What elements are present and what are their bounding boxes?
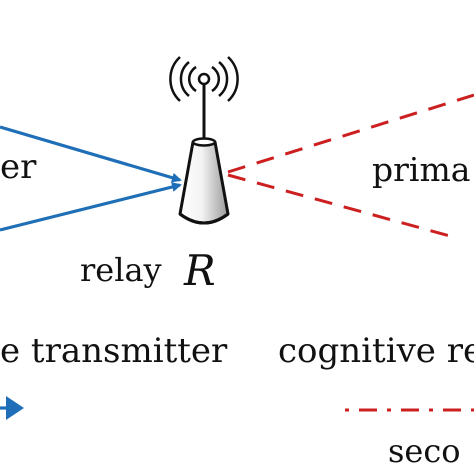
label-receiver-partial: cognitive re xyxy=(278,331,474,371)
blue-arrow-upper xyxy=(0,125,182,183)
red-dashed-lower xyxy=(227,173,451,238)
label-primary-partial: prima xyxy=(372,150,470,189)
label-relay-symbol: R xyxy=(183,246,216,295)
antenna-tower-icon xyxy=(169,56,239,225)
blue-arrow-lower xyxy=(0,182,182,232)
legend-blue-arrow xyxy=(0,396,24,420)
red-dashed-upper xyxy=(227,93,474,174)
label-bottom-partial: seco xyxy=(388,432,461,470)
label-relay: relay xyxy=(80,251,162,289)
label-transmitter-partial: e transmitter xyxy=(0,331,228,371)
red-dashed-links xyxy=(227,93,474,238)
blue-links xyxy=(0,125,182,232)
label-left-partial: er xyxy=(0,147,37,187)
